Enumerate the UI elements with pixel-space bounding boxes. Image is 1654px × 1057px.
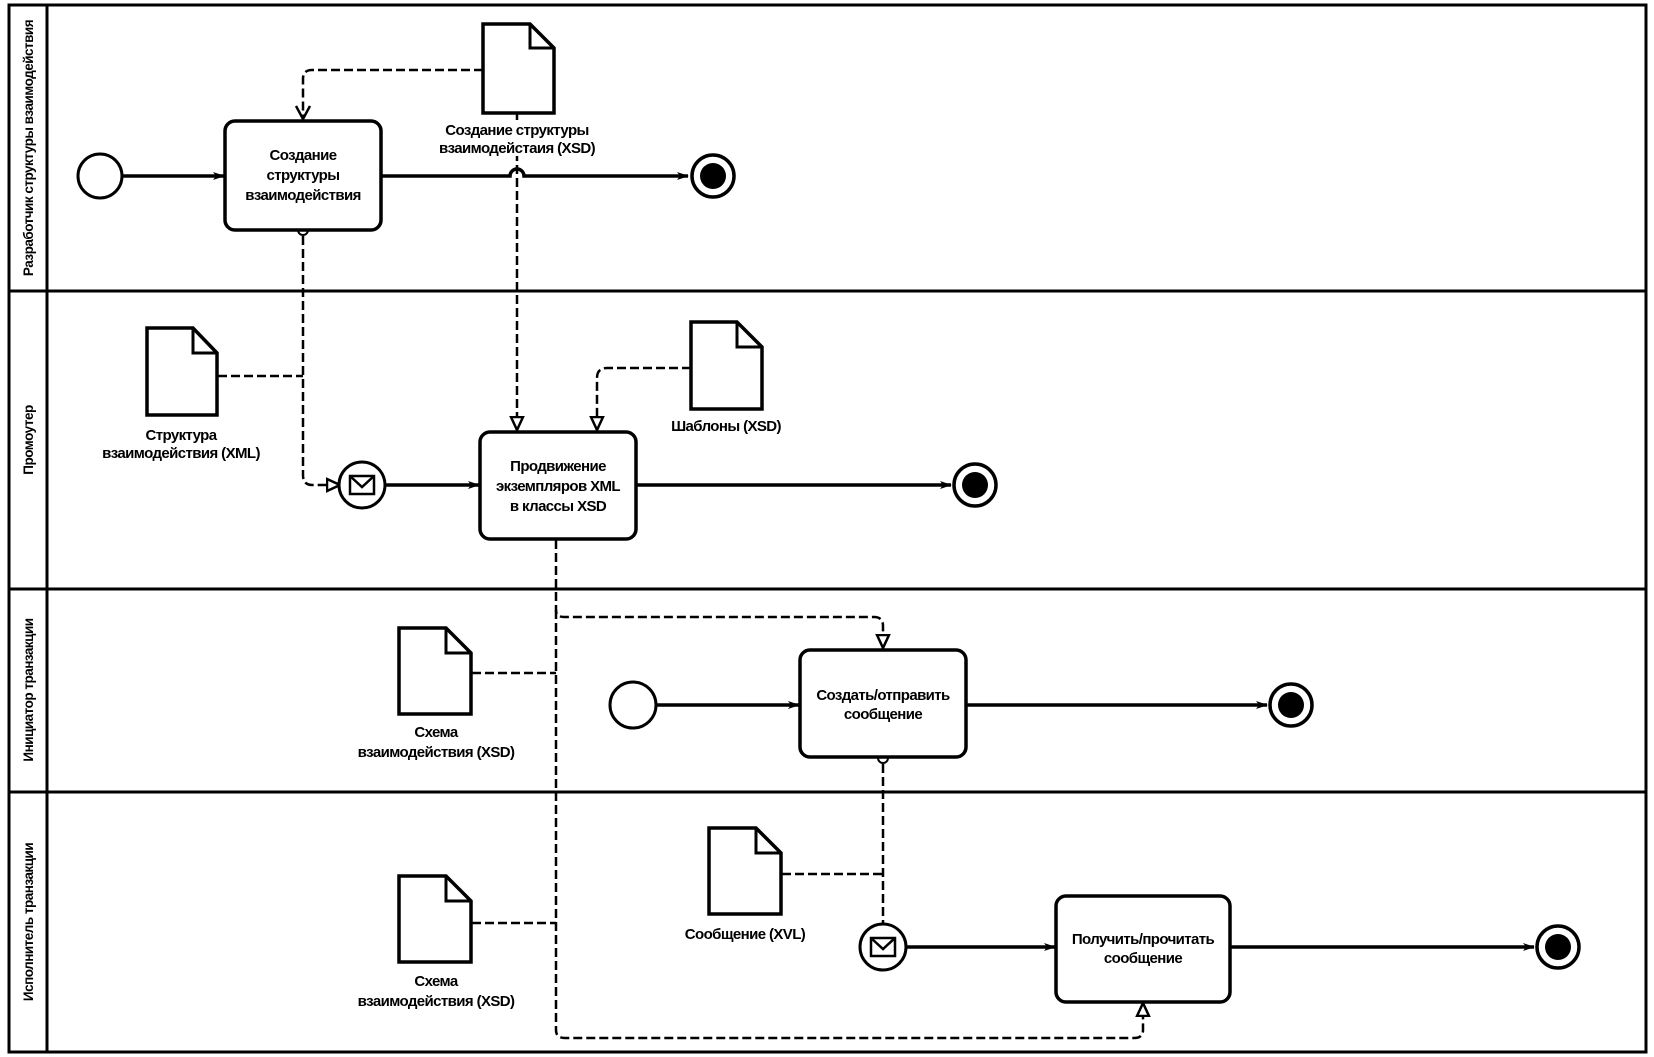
document-icon[interactable] (397, 874, 473, 964)
end-event-icon[interactable] (1268, 682, 1314, 728)
task-label: Создать/отправить (816, 687, 950, 704)
end-event-icon[interactable] (690, 153, 736, 199)
data-association (597, 366, 691, 430)
lane-label-promoter: Промоутер (21, 405, 36, 475)
task-promote-xml[interactable]: Продвижение экземпляров XML в классы XSD (478, 430, 638, 541)
task-label: взаимодействия (245, 187, 360, 204)
lane-label-executor: Исполнитель транзакции (21, 843, 36, 1001)
document-icon[interactable] (707, 826, 783, 916)
message-flow (554, 540, 883, 648)
document-icon[interactable] (481, 22, 556, 115)
envelope-icon[interactable] (858, 922, 908, 972)
task-create-structure[interactable]: Создание структуры взаимодействия (223, 119, 383, 232)
task-label: сообщение (1104, 950, 1182, 967)
document-label: Сообщение (XVL) (685, 926, 806, 943)
start-event-icon[interactable] (608, 680, 658, 730)
document-label: Создание структуры (445, 122, 588, 139)
document-label: Шаблоны (XSD) (671, 418, 781, 435)
document-label: взаимодействия (XML) (102, 445, 260, 462)
task-label: экземпляров XML (496, 478, 620, 495)
lane-label-developer: Разработчик структуры взаимодействия (21, 20, 36, 276)
document-icon[interactable] (145, 326, 219, 417)
data-association (303, 68, 483, 119)
document-label: Схема (414, 724, 458, 741)
task-create-send-message[interactable]: Создать/отправить сообщение (798, 648, 968, 759)
sequence-flow (382, 167, 689, 180)
message-flow (554, 610, 1143, 1040)
lane-label-initiator: Инициатор транзакции (21, 618, 36, 761)
task-label: Создание (270, 147, 337, 164)
document-icon[interactable] (689, 320, 764, 411)
document-label: Схема (414, 973, 458, 990)
task-label: структуры (267, 167, 340, 184)
task-label: в классы XSD (510, 498, 607, 515)
end-event-icon[interactable] (952, 462, 998, 508)
task-receive-read-message[interactable]: Получить/прочитать сообщение (1054, 894, 1232, 1004)
document-label: взаимодейстаия (XSD) (439, 140, 596, 157)
task-label: сообщение (844, 706, 922, 723)
task-label: Получить/прочитать (1072, 931, 1215, 948)
end-event-icon[interactable] (1535, 924, 1581, 970)
document-label: взаимодействия (XSD) (358, 744, 515, 761)
message-flow (301, 236, 340, 485)
task-label: Продвижение (510, 458, 606, 475)
document-label: взаимодействия (XSD) (358, 993, 515, 1010)
document-label: Структура (146, 427, 218, 444)
document-icon[interactable] (397, 626, 473, 716)
start-event-icon[interactable] (76, 152, 124, 200)
envelope-icon[interactable] (337, 460, 387, 510)
label-bg (420, 120, 616, 156)
pool (7, 3, 1648, 1054)
